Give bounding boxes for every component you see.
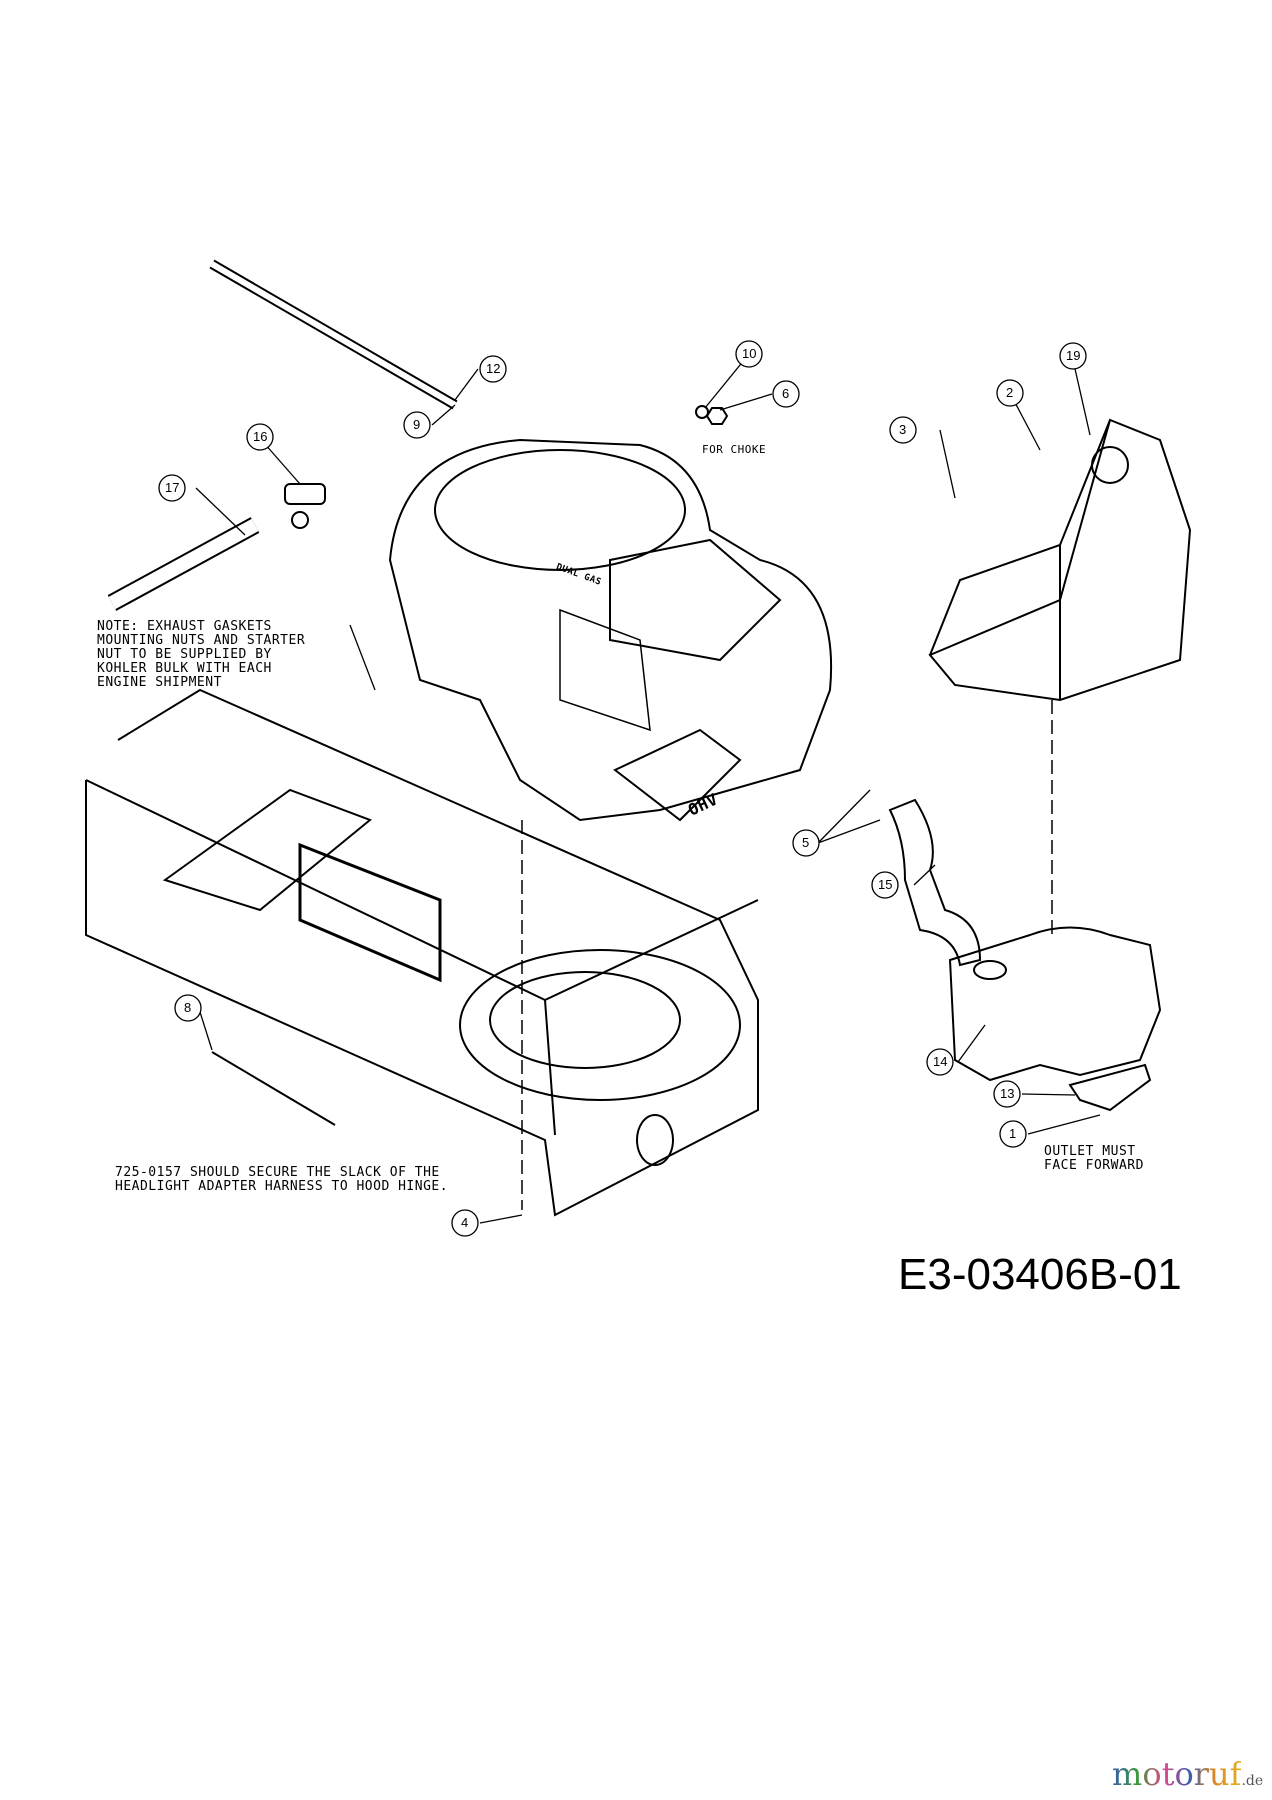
for-choke-note: FOR CHOKE bbox=[702, 443, 767, 456]
watermark-logo: motoruf.de bbox=[1112, 1755, 1263, 1793]
callout-4 bbox=[451, 1209, 479, 1237]
callout-9 bbox=[403, 411, 431, 439]
harness-note: 725-0157 SHOULD SECURE THE SLACK OF THE … bbox=[115, 1165, 449, 1194]
callout-label-6: 6 bbox=[782, 386, 790, 401]
watermark-suffix: .de bbox=[1241, 1773, 1264, 1789]
callout-12 bbox=[479, 355, 507, 383]
callout-label-10: 10 bbox=[742, 346, 757, 361]
callout-label-12: 12 bbox=[486, 361, 501, 376]
callout-15 bbox=[871, 871, 899, 899]
callout-19 bbox=[1059, 342, 1087, 370]
outlet-note: OUTLET MUST FACE FORWARD bbox=[1044, 1144, 1144, 1173]
drawing-code: E3-03406B-01 bbox=[898, 1250, 1182, 1299]
outlet-13 bbox=[1068, 1063, 1152, 1112]
kohler-note: NOTE: EXHAUST GASKETS MOUNTING NUTS AND … bbox=[97, 619, 306, 690]
callout-13 bbox=[993, 1080, 1021, 1108]
callout-16 bbox=[246, 423, 274, 451]
callout-label-9: 9 bbox=[413, 417, 421, 432]
callout-1 bbox=[999, 1120, 1027, 1148]
muffler-14 bbox=[948, 926, 1162, 1082]
callout-3 bbox=[889, 416, 917, 444]
callout-10 bbox=[735, 340, 763, 368]
callout-8 bbox=[174, 994, 202, 1022]
watermark-name: motoruf bbox=[1112, 1755, 1242, 1793]
callout-label-16: 16 bbox=[253, 429, 268, 444]
callout-label-15: 15 bbox=[878, 877, 893, 892]
callout-label-2: 2 bbox=[1006, 385, 1014, 400]
callout-label-3: 3 bbox=[899, 422, 907, 437]
callout-label-8: 8 bbox=[184, 1000, 192, 1015]
callout-label-5: 5 bbox=[802, 835, 810, 850]
callout-label-17: 17 bbox=[165, 480, 180, 495]
exhaust-pipe-15 bbox=[888, 798, 982, 967]
callout-17 bbox=[158, 474, 186, 502]
leader-lines bbox=[195, 353, 1101, 1224]
fuel-filter-16 bbox=[284, 483, 326, 529]
hose-17 bbox=[107, 517, 260, 611]
callout-label-14: 14 bbox=[933, 1054, 948, 1069]
callout-label-13: 13 bbox=[1000, 1086, 1015, 1101]
washer-10 bbox=[695, 405, 709, 419]
fuel-line-12 bbox=[209, 259, 458, 410]
callout-2 bbox=[996, 379, 1024, 407]
callout-14 bbox=[926, 1048, 954, 1076]
center-lines bbox=[521, 700, 1053, 1210]
heat-shield-19 bbox=[928, 418, 1192, 702]
callout-5 bbox=[792, 829, 820, 857]
callout-label-1: 1 bbox=[1009, 1126, 1017, 1141]
nut-6 bbox=[705, 407, 729, 425]
engine bbox=[388, 438, 833, 822]
callout-6 bbox=[772, 380, 800, 408]
tractor-frame bbox=[85, 688, 759, 1217]
tie-strap-8 bbox=[211, 1051, 336, 1126]
callout-label-4: 4 bbox=[461, 1215, 469, 1230]
callout-label-19: 19 bbox=[1066, 348, 1081, 363]
